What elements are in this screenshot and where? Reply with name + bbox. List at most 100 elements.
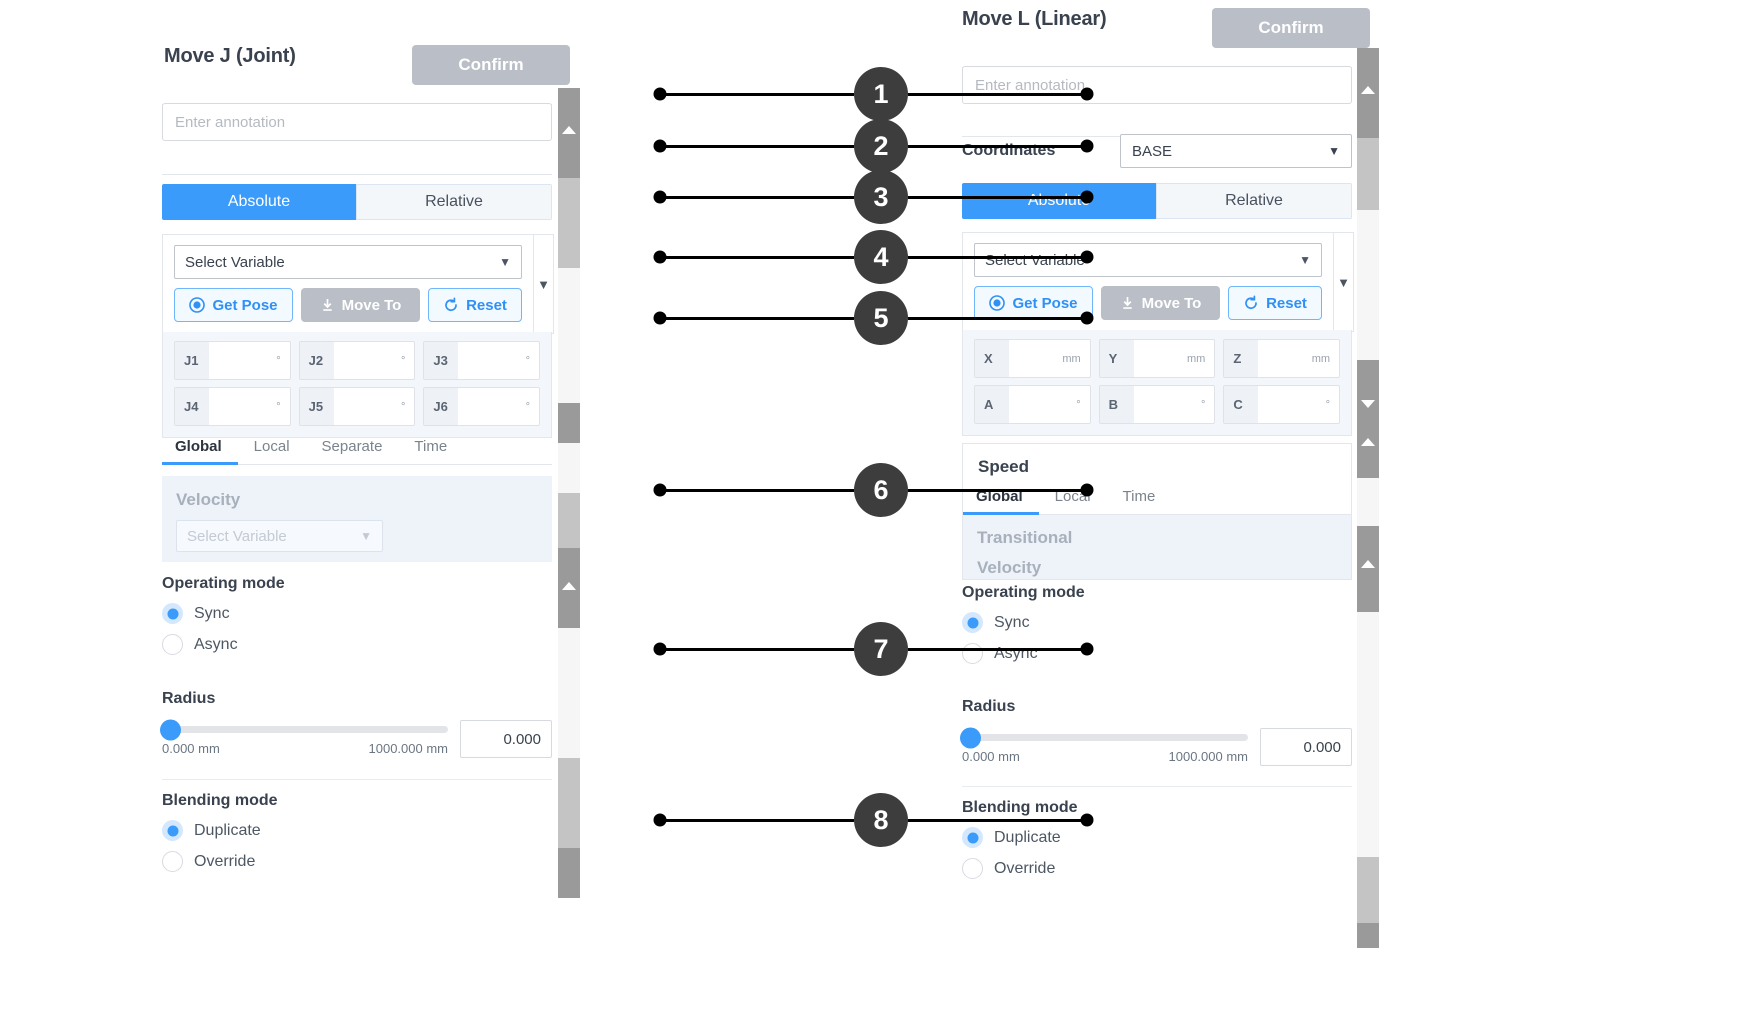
radio-icon-selected[interactable] bbox=[962, 612, 983, 633]
left-scrollbar[interactable] bbox=[558, 88, 580, 898]
radius-title: Radius bbox=[962, 698, 1016, 715]
radio-async[interactable]: Async bbox=[162, 634, 552, 655]
radius-value-input[interactable]: 0.000 bbox=[460, 720, 552, 758]
radius-slider-track[interactable] bbox=[960, 727, 1248, 748]
radio-async[interactable]: Async bbox=[962, 643, 1352, 664]
scrollbar-thumb[interactable] bbox=[558, 548, 580, 628]
tab-separate[interactable]: Separate bbox=[321, 438, 383, 455]
axis-value[interactable] bbox=[1134, 340, 1187, 377]
radio-sync[interactable]: Sync bbox=[162, 603, 552, 624]
tab-global[interactable]: Global bbox=[963, 488, 1039, 515]
scrollbar-track-segment[interactable] bbox=[1357, 138, 1379, 210]
annotation-input[interactable] bbox=[962, 66, 1352, 104]
tab-global[interactable]: Global bbox=[162, 438, 238, 465]
axis-field-c[interactable]: C ° bbox=[1223, 385, 1341, 424]
expand-caret-icon[interactable]: ▼ bbox=[533, 235, 553, 333]
joint-field-j2[interactable]: J2 ° bbox=[298, 341, 416, 380]
radio-icon[interactable] bbox=[162, 851, 183, 872]
speed-tabs[interactable]: Global Local Time bbox=[963, 488, 1351, 515]
select-variable-dropdown[interactable]: Select Variable ▼ bbox=[174, 245, 522, 279]
coordinates-dropdown[interactable]: BASE ▼ bbox=[1120, 134, 1352, 168]
absolute-relative-toggle[interactable]: Absolute Relative bbox=[162, 184, 552, 220]
radio-icon[interactable] bbox=[162, 634, 183, 655]
scrollbar-track-segment[interactable] bbox=[1357, 210, 1379, 360]
radio-duplicate[interactable]: Duplicate bbox=[962, 827, 1352, 848]
scrollbar-track-segment[interactable] bbox=[1357, 478, 1379, 526]
reset-button[interactable]: Reset bbox=[428, 288, 522, 322]
tab-local[interactable]: Local bbox=[1054, 488, 1091, 505]
joint-field-j5[interactable]: J5 ° bbox=[298, 387, 416, 426]
axis-value[interactable] bbox=[1258, 340, 1311, 377]
move-to-button[interactable]: Move To bbox=[1101, 286, 1220, 320]
tab-time[interactable]: Time bbox=[1122, 488, 1156, 505]
axis-field-x[interactable]: X mm bbox=[974, 339, 1091, 378]
joint-value[interactable] bbox=[334, 342, 401, 379]
radius-slider-handle[interactable] bbox=[160, 719, 181, 740]
reset-button[interactable]: Reset bbox=[1228, 286, 1322, 320]
scrollbar-thumb[interactable] bbox=[1357, 526, 1379, 612]
absolute-relative-toggle[interactable]: Absolute Relative bbox=[962, 183, 1352, 219]
tab-relative[interactable]: Relative bbox=[1156, 183, 1352, 219]
scrollbar-track-segment[interactable] bbox=[558, 628, 580, 758]
axis-field-b[interactable]: B ° bbox=[1098, 385, 1216, 424]
axis-field-z[interactable]: Z mm bbox=[1223, 339, 1341, 378]
confirm-button[interactable]: Confirm bbox=[412, 45, 570, 85]
joint-field-j4[interactable]: J4 ° bbox=[174, 387, 291, 426]
joint-value[interactable] bbox=[209, 388, 276, 425]
radio-icon[interactable] bbox=[962, 858, 983, 879]
radio-icon-selected[interactable] bbox=[162, 820, 183, 841]
radius-slider-handle[interactable] bbox=[960, 727, 981, 748]
velocity-select-variable[interactable]: Select Variable ▼ bbox=[176, 520, 383, 552]
joint-value[interactable] bbox=[334, 388, 401, 425]
scrollbar-track-segment[interactable] bbox=[558, 268, 580, 403]
tab-absolute[interactable]: Absolute bbox=[162, 184, 356, 220]
scrollbar-thumb[interactable] bbox=[1357, 923, 1379, 948]
axis-field-y[interactable]: Y mm bbox=[1098, 339, 1216, 378]
velocity-tabs[interactable]: Global Local Separate Time bbox=[162, 438, 552, 465]
get-pose-button[interactable]: Get Pose bbox=[174, 288, 293, 322]
scrollbar-track-segment[interactable] bbox=[558, 758, 580, 848]
joint-value[interactable] bbox=[458, 342, 525, 379]
scrollbar-track-segment[interactable] bbox=[558, 443, 580, 493]
joint-field-j3[interactable]: J3 ° bbox=[423, 341, 541, 380]
radius-slider-track[interactable] bbox=[160, 719, 448, 740]
scrollbar-track-segment[interactable] bbox=[1357, 857, 1379, 923]
scrollbar-thumb[interactable] bbox=[558, 848, 580, 898]
joint-value[interactable] bbox=[458, 388, 525, 425]
move-to-button[interactable]: Move To bbox=[301, 288, 420, 322]
tab-time[interactable]: Time bbox=[414, 438, 448, 455]
get-pose-button[interactable]: Get Pose bbox=[974, 286, 1093, 320]
scrollbar-thumb[interactable] bbox=[1357, 48, 1379, 138]
radio-override[interactable]: Override bbox=[162, 851, 552, 872]
arrow-up-icon bbox=[1361, 438, 1375, 446]
right-scrollbar[interactable] bbox=[1357, 48, 1379, 948]
radio-sync[interactable]: Sync bbox=[962, 612, 1352, 633]
axis-field-a[interactable]: A ° bbox=[974, 385, 1091, 424]
axis-value[interactable] bbox=[1258, 386, 1325, 423]
annotation-input[interactable] bbox=[162, 103, 552, 141]
select-variable-dropdown[interactable]: Select Variable ▼ bbox=[974, 243, 1322, 277]
tab-relative[interactable]: Relative bbox=[356, 184, 552, 220]
joint-field-j6[interactable]: J6 ° bbox=[423, 387, 541, 426]
tab-local[interactable]: Local bbox=[253, 438, 290, 455]
expand-caret-icon[interactable]: ▼ bbox=[1333, 233, 1353, 331]
tab-absolute[interactable]: Absolute bbox=[962, 183, 1156, 219]
axis-value[interactable] bbox=[1009, 386, 1076, 423]
radio-icon[interactable] bbox=[962, 643, 983, 664]
radius-value-input[interactable]: 0.000 bbox=[1260, 728, 1352, 766]
scrollbar-track-segment[interactable] bbox=[558, 493, 580, 548]
radio-duplicate[interactable]: Duplicate bbox=[162, 820, 552, 841]
scrollbar-thumb[interactable] bbox=[1357, 360, 1379, 478]
scrollbar-track-segment[interactable] bbox=[1357, 612, 1379, 857]
scrollbar-thumb[interactable] bbox=[558, 88, 580, 178]
radio-icon-selected[interactable] bbox=[962, 827, 983, 848]
confirm-button[interactable]: Confirm bbox=[1212, 8, 1370, 48]
radio-override[interactable]: Override bbox=[962, 858, 1352, 879]
scrollbar-thumb[interactable] bbox=[558, 403, 580, 443]
joint-field-j1[interactable]: J1 ° bbox=[174, 341, 291, 380]
joint-value[interactable] bbox=[209, 342, 276, 379]
scrollbar-track-segment[interactable] bbox=[558, 178, 580, 268]
radio-icon-selected[interactable] bbox=[162, 603, 183, 624]
axis-value[interactable] bbox=[1134, 386, 1201, 423]
axis-value[interactable] bbox=[1009, 340, 1062, 377]
